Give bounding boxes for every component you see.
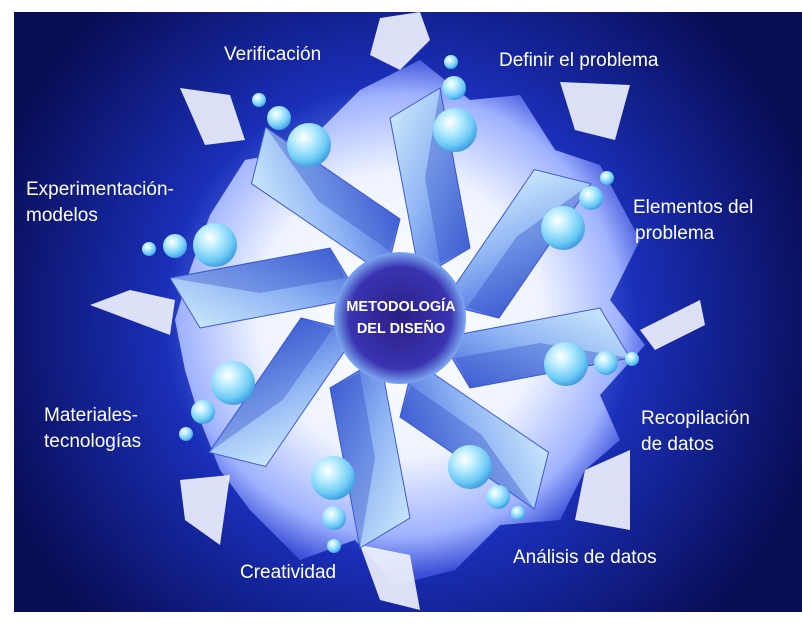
glow-shard xyxy=(370,12,430,70)
sphere-bubble xyxy=(327,539,341,553)
sphere-bubble xyxy=(311,456,355,500)
step-label-line: Creatividad xyxy=(240,562,337,583)
glow-shard xyxy=(360,545,420,610)
sphere-bubble xyxy=(179,427,193,441)
glow-shard xyxy=(90,290,175,335)
sphere-bubble xyxy=(267,106,291,130)
sphere-bubble xyxy=(322,506,346,530)
sphere-bubble xyxy=(594,351,618,375)
sphere-bubble xyxy=(486,485,510,509)
step-label-experimentacion: Experimentación- modelos xyxy=(26,177,174,229)
petal-shade xyxy=(170,248,345,293)
sphere-bubble xyxy=(511,506,525,520)
step-label-line: de datos xyxy=(641,434,714,455)
glow-shard xyxy=(180,88,245,145)
sphere-bubble xyxy=(579,186,603,210)
center-title-line1: METODOLOGÍA xyxy=(346,299,456,315)
petal-shade xyxy=(455,343,630,388)
step-label-line: Definir el problema xyxy=(499,50,659,71)
step-label-definir: Definir el problema xyxy=(499,48,658,74)
center-title-line2: DEL DISEÑO xyxy=(356,321,446,337)
sphere-bubble xyxy=(433,108,477,152)
sphere-bubble xyxy=(163,234,187,258)
sphere-bubble xyxy=(541,206,585,250)
sphere-bubble xyxy=(442,76,466,100)
sphere-bubble xyxy=(448,445,492,489)
step-label-line: tecnologías xyxy=(44,431,142,452)
step-label-creatividad: Creatividad xyxy=(240,560,336,586)
step-label-line: modelos xyxy=(26,205,98,226)
sphere-bubble xyxy=(625,352,639,366)
step-label-line: Experimentación- xyxy=(26,179,174,200)
petal xyxy=(399,359,550,510)
step-label-line: Verificación xyxy=(224,44,322,65)
step-label-verificacion: Verificación xyxy=(224,42,321,68)
glow-shard xyxy=(575,450,630,530)
glow-shard xyxy=(180,475,230,545)
sphere-group xyxy=(142,55,639,553)
sphere-bubble xyxy=(444,55,458,69)
step-label-line: Materiales- xyxy=(44,405,138,426)
petal xyxy=(169,247,361,329)
petal-shade xyxy=(209,318,333,453)
glow-shard xyxy=(560,82,630,140)
sphere-bubble xyxy=(252,93,266,107)
sphere-bubble xyxy=(600,171,614,185)
step-label-line: Elementos del xyxy=(633,197,754,218)
center-hub xyxy=(334,252,466,384)
step-label-line: Análisis de datos xyxy=(513,547,657,568)
sphere-bubble xyxy=(193,223,237,267)
step-label-elementos: Elementos del problema xyxy=(633,195,753,247)
petal xyxy=(329,357,411,549)
petal xyxy=(389,87,471,279)
sphere-bubble xyxy=(191,400,215,424)
petal xyxy=(250,126,401,277)
step-label-line: Recopilación xyxy=(641,408,750,429)
sphere-bubble xyxy=(287,123,331,167)
sphere-bubble xyxy=(544,342,588,386)
petal-shade xyxy=(330,373,375,548)
step-label-materiales: Materiales- tecnologías xyxy=(44,403,141,455)
petal xyxy=(441,168,592,319)
glow-shard xyxy=(640,300,705,350)
sphere-bubble xyxy=(142,242,156,256)
center-title: METODOLOGÍA DEL DISEÑO xyxy=(338,296,464,340)
sphere-bubble xyxy=(211,361,255,405)
step-label-recopilacion: Recopilación de datos xyxy=(641,406,750,458)
petal xyxy=(208,317,359,468)
step-label-line: problema xyxy=(635,223,715,244)
step-label-analisis: Análisis de datos xyxy=(513,545,657,571)
